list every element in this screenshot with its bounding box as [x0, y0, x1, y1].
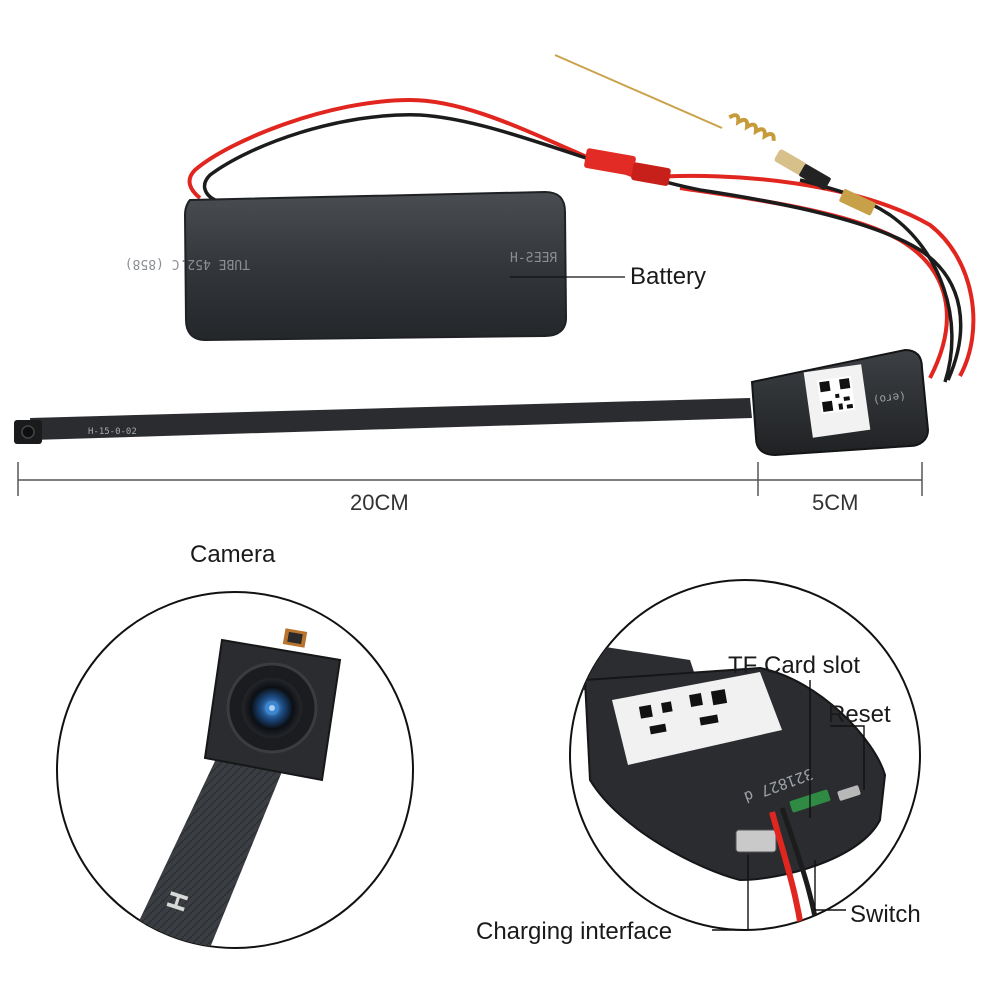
cable-length-label: 20CM — [350, 490, 409, 515]
reset-label: Reset — [828, 701, 891, 728]
antenna — [554, 54, 876, 216]
battery-print-right: H-ƧƎƎЯ — [510, 251, 557, 266]
zoom-leader-lines — [712, 680, 865, 931]
battery-print-left: TUBE 452.C (858) — [125, 256, 250, 271]
red-wire — [187, 97, 976, 377]
camera-zoom-content: H — [130, 628, 342, 948]
mini-camera — [14, 420, 42, 444]
red-connector — [584, 148, 671, 186]
black-wire-antenna — [799, 178, 954, 383]
tf-card-slot-label: TF Card slot — [728, 652, 861, 679]
qr-code-icon — [816, 375, 856, 415]
control-module: (ero) — [750, 348, 930, 457]
module-length-label: 5CM — [812, 490, 859, 515]
battery-label: Battery — [630, 263, 707, 290]
module-print: (ero) — [872, 389, 907, 406]
ribbon-cable: H-15-0-02 — [30, 398, 752, 440]
qr-code-icon-zoom — [638, 689, 728, 735]
charging-interface-label: Charging interface — [476, 918, 673, 945]
battery-pack: TUBE 452.C (858) H-ƧƎƎЯ — [125, 190, 568, 342]
cable-print: H-15-0-02 — [88, 427, 137, 437]
dimension-bar — [17, 462, 923, 496]
camera-label: Camera — [190, 541, 276, 568]
switch-label: Switch — [850, 901, 921, 928]
